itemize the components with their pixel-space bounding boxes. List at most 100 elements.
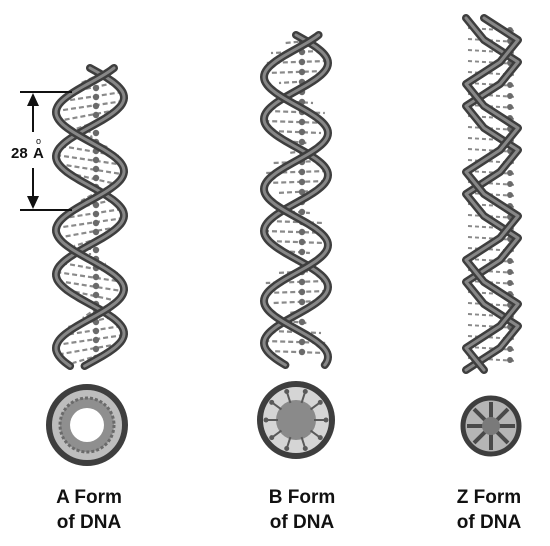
b-form-base-pair (268, 219, 324, 225)
z-form-base-pair (467, 225, 517, 230)
pitch-measurement-arrow (20, 91, 72, 211)
a-form-base-dot (92, 345, 100, 353)
caption-b-line2: of DNA (269, 512, 335, 533)
b-form-base-dot (298, 118, 306, 126)
a-form-base-dot (92, 174, 100, 182)
a-form-base-pair (57, 90, 123, 104)
b-form-spoke-dot (302, 446, 308, 452)
b-form-base-dot (298, 288, 306, 296)
z-form-base-pair (467, 313, 517, 318)
pitch-value: 28 (11, 145, 28, 162)
a-form-base-dot (92, 165, 100, 173)
a-form-base-dot (92, 228, 100, 236)
b-form-base-pair (268, 239, 324, 245)
b-form-base-dot (298, 348, 306, 356)
b-form-base-dot (298, 278, 306, 286)
b-form-base-pair (278, 79, 314, 85)
caption-z-line1: Z Form (456, 487, 522, 508)
z-form-base-dot (507, 181, 513, 187)
a-form-base-pair (56, 99, 124, 113)
b-form-spoke-dot (269, 435, 275, 441)
b-form-spoke-dot (317, 399, 323, 405)
a-form-base-pair (57, 207, 123, 221)
a-form-base-pair (56, 270, 124, 284)
z-form-helix (462, 14, 522, 374)
b-form-base-pair (264, 339, 328, 345)
b-form-base-pair (267, 349, 325, 355)
z-form-backbone-highlight-2 (464, 16, 520, 372)
z-form-base-pair (467, 335, 517, 340)
b-form-spoke-dot (269, 399, 275, 405)
a-form-backbone-highlight-1 (54, 66, 126, 368)
z-form-base-dot (507, 357, 513, 363)
a-form-base-dot (92, 246, 100, 254)
b-form-base-dot (298, 208, 306, 216)
a-form-base-dot (92, 282, 100, 290)
b-form-base-dot (298, 228, 306, 236)
a-form-base-dot (92, 327, 100, 335)
b-form-base-dot (298, 128, 306, 136)
z-form-base-pair (467, 71, 517, 76)
a-form-hollow-center (70, 408, 104, 442)
b-form-base-dot (298, 138, 306, 146)
b-form-spoke-dot (317, 435, 323, 441)
a-form-base-dot (92, 336, 100, 344)
a-form-base-pair (56, 216, 124, 230)
b-form-base-pair (264, 59, 328, 65)
b-form-base-dot (298, 318, 306, 326)
z-form-backbone-highlight-1 (464, 16, 520, 372)
b-form-base-pair (264, 119, 328, 125)
caption-z-line2: of DNA (456, 512, 522, 533)
angstrom-ring: o (36, 136, 42, 146)
caption-a-line1: A Form (56, 487, 122, 508)
b-form-base-dot (298, 238, 306, 246)
b-form-base-dot (298, 168, 306, 176)
b-form-base-dot (298, 178, 306, 186)
z-form-base-dot (507, 82, 513, 88)
b-form-spoke-dot (284, 388, 290, 394)
a-form-base-dot (92, 219, 100, 227)
z-form-base-dot (507, 280, 513, 286)
b-form-base-dot (298, 338, 306, 346)
z-form-cross-section (460, 395, 522, 457)
a-form-base-dot (92, 156, 100, 164)
z-form-base-pair (467, 247, 517, 252)
b-form-base-dot (298, 298, 306, 306)
a-form-base-pair (58, 162, 122, 176)
pitch-arrow-down-head (27, 196, 39, 209)
a-form-base-pair (57, 279, 123, 293)
caption-b-form: B Form of DNA (232, 485, 372, 535)
b-form-base-pair (263, 229, 329, 235)
caption-a-form: A Form of DNA (19, 485, 159, 535)
z-form-base-dot (507, 192, 513, 198)
b-form-base-pair (270, 129, 322, 135)
a-form-base-pair (61, 261, 119, 275)
b-form-base-pair (265, 179, 327, 185)
b-form-base-dot (298, 68, 306, 76)
b-form-backbone-highlight-1 (262, 33, 330, 367)
a-form-base-dot (92, 111, 100, 119)
pitch-unit: A (33, 145, 44, 162)
a-form-base-pair (55, 153, 125, 167)
a-form-base-dot (92, 210, 100, 218)
a-form-cross-section (46, 384, 128, 466)
a-form-base-pair (55, 333, 125, 347)
z-form-base-pair (467, 49, 517, 54)
b-form-helix (259, 31, 333, 369)
z-form-base-dot (507, 258, 513, 264)
a-form-base-dot (92, 129, 100, 137)
caption-b-line1: B Form (268, 487, 336, 508)
z-form-base-dot (507, 93, 513, 99)
caption-z-form: Z Form of DNA (419, 485, 550, 535)
z-form-base-dot (507, 346, 513, 352)
a-form-base-dot (92, 201, 100, 209)
a-form-base-pair (72, 351, 108, 365)
z-form-base-dot (507, 170, 513, 176)
b-form-base-pair (267, 69, 325, 75)
z-form-core (482, 417, 500, 435)
a-form-base-dot (92, 291, 100, 299)
b-form-spoke-dot (284, 446, 290, 452)
a-form-base-pair (61, 225, 119, 239)
